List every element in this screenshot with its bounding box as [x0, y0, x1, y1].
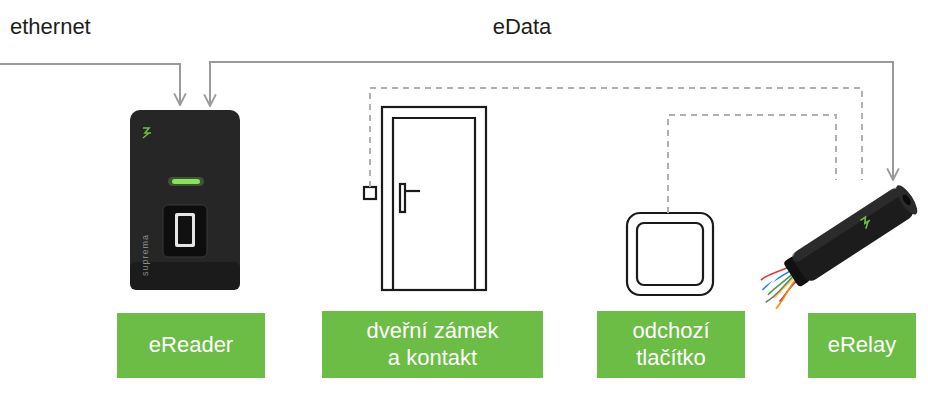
label-box: eReader — [117, 313, 265, 378]
node-label: dveřní zámek a kontakt — [363, 318, 503, 371]
device-node: eRelay — [770, 180, 916, 378]
signal-wire — [668, 115, 836, 213]
label-box: odchozí tlačítko — [597, 311, 745, 378]
brand-label: suprema — [140, 234, 150, 276]
node-label: odchozí tlačítko — [611, 318, 731, 371]
edge-label: eData — [490, 14, 555, 40]
label-box: dveřní zámek a kontakt — [322, 311, 543, 378]
label-box: eRelay — [808, 313, 916, 378]
ereader-device — [130, 110, 240, 290]
signal-wire — [370, 88, 862, 187]
node-label: eRelay — [828, 332, 896, 358]
exit-button-symbol — [627, 213, 713, 295]
device-node: odchozí tlačítko — [597, 213, 745, 378]
door-symbol — [364, 107, 486, 290]
signal-label: ethernet — [10, 14, 91, 40]
ethernet-wire — [0, 64, 180, 105]
device-node: eReader — [117, 106, 265, 378]
door-contact — [364, 187, 376, 199]
erelay-device — [752, 182, 923, 311]
device-node: dveřní zámek a kontakt — [322, 187, 543, 378]
node-label: eReader — [149, 332, 233, 358]
data-link — [210, 62, 893, 180]
